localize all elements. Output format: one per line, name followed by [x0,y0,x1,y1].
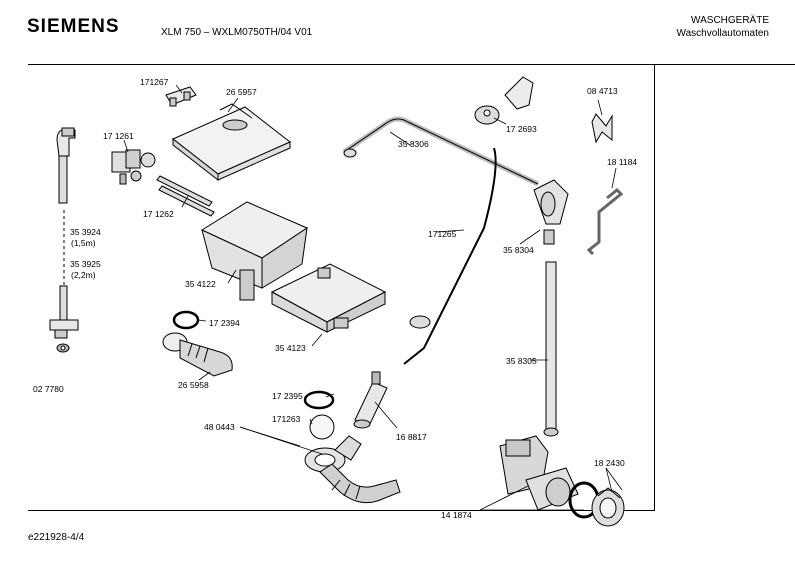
thin-pipe-part [403,147,497,365]
bracket-clip-part [591,113,613,144]
pump-filter-part [591,487,625,527]
part-label-353925-length: (2,2m) [71,270,96,280]
category-title: WASCHGERÄTE [691,15,769,26]
ball-valve-part [309,414,335,440]
leader-lines [123,84,623,511]
frame-top-line [28,64,795,65]
part-label-172395: 17 2395 [272,391,303,401]
part-label-141874: 14 1874 [441,510,472,520]
wire-hook-part [586,187,624,256]
part-label-354123: 35 4123 [275,343,306,353]
part-label-172693: 17 2693 [506,124,537,134]
cylinder-part [353,371,388,429]
part-label-168817: 16 8817 [396,432,427,442]
vertical-tube-part [543,261,559,437]
connector-clip-part [165,86,197,107]
pressure-switch-part [474,76,534,125]
brand-logo: SIEMENS [27,16,120,37]
seal-ring-part [303,390,335,410]
dispenser-lid-part [172,103,291,182]
frame-right-line [654,64,655,511]
category-subtitle: Waschvollautomaten [676,28,769,39]
part-label-265957: 26 5957 [226,87,257,97]
part-label-181184: 18 1184 [607,157,638,167]
air-chamber-part [533,179,569,245]
air-tube-part [342,116,540,187]
inlet-hose-part [49,127,79,353]
inlet-valve-part [111,149,156,185]
part-label-265958: 26 5958 [178,380,209,390]
o-ring-part [172,310,200,330]
rod-pair-part [156,175,215,217]
detergent-drawer-part [200,201,309,301]
part-label-084713: 08 4713 [587,86,618,96]
part-label-027780: 02 7780 [33,384,64,394]
frame-bottom-line [28,510,655,511]
part-label-172394: 17 2394 [209,318,240,328]
document-id: e221928-4/4 [28,532,85,543]
model-title: XLM 750 – WXLM0750TH/04 V01 [161,27,313,38]
part-label-171262: 17 1262 [143,209,174,219]
bellows-hose-part [162,332,233,377]
drawer-frame-part [270,263,387,333]
part-label-171267: 171267 [140,77,169,87]
part-label-358304: 35 8304 [503,245,534,255]
part-label-171265: 171265 [428,229,457,239]
part-label-171263: 171263 [272,414,301,424]
drain-pump-part [499,435,579,511]
part-label-353924-length: (1,5m) [71,238,96,248]
part-label-171261: 17 1261 [103,131,134,141]
part-label-353925: 35 3925 [70,259,101,269]
part-label-354122: 35 4122 [185,279,216,289]
part-label-358306: 35 8306 [398,139,429,149]
part-label-480443: 48 0443 [204,422,235,432]
part-label-358305: 35 8305 [506,356,537,366]
part-label-182430: 18 2430 [594,458,625,468]
part-label-353924: 35 3924 [70,227,101,237]
sump-hose-part [304,435,401,504]
